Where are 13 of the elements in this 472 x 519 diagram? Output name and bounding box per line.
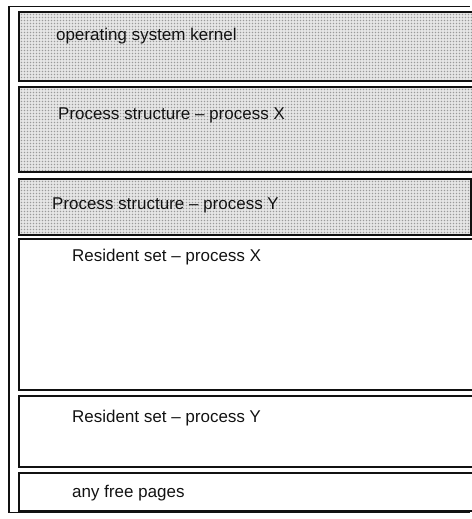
region-label: Resident set – process X — [72, 246, 261, 266]
region-label: Process structure – process Y — [52, 194, 278, 214]
memory-region — [18, 178, 472, 236]
region-label: operating system kernel — [56, 25, 236, 45]
memory-region — [18, 11, 472, 82]
memory-region — [18, 395, 472, 468]
region-label: Resident set – process Y — [72, 407, 261, 427]
memory-region — [18, 86, 472, 173]
memory-region — [18, 472, 472, 512]
memory-region — [18, 238, 472, 391]
region-label: Process structure – process X — [58, 104, 285, 124]
memory-frame — [8, 6, 470, 513]
region-label: any free pages — [72, 482, 184, 502]
